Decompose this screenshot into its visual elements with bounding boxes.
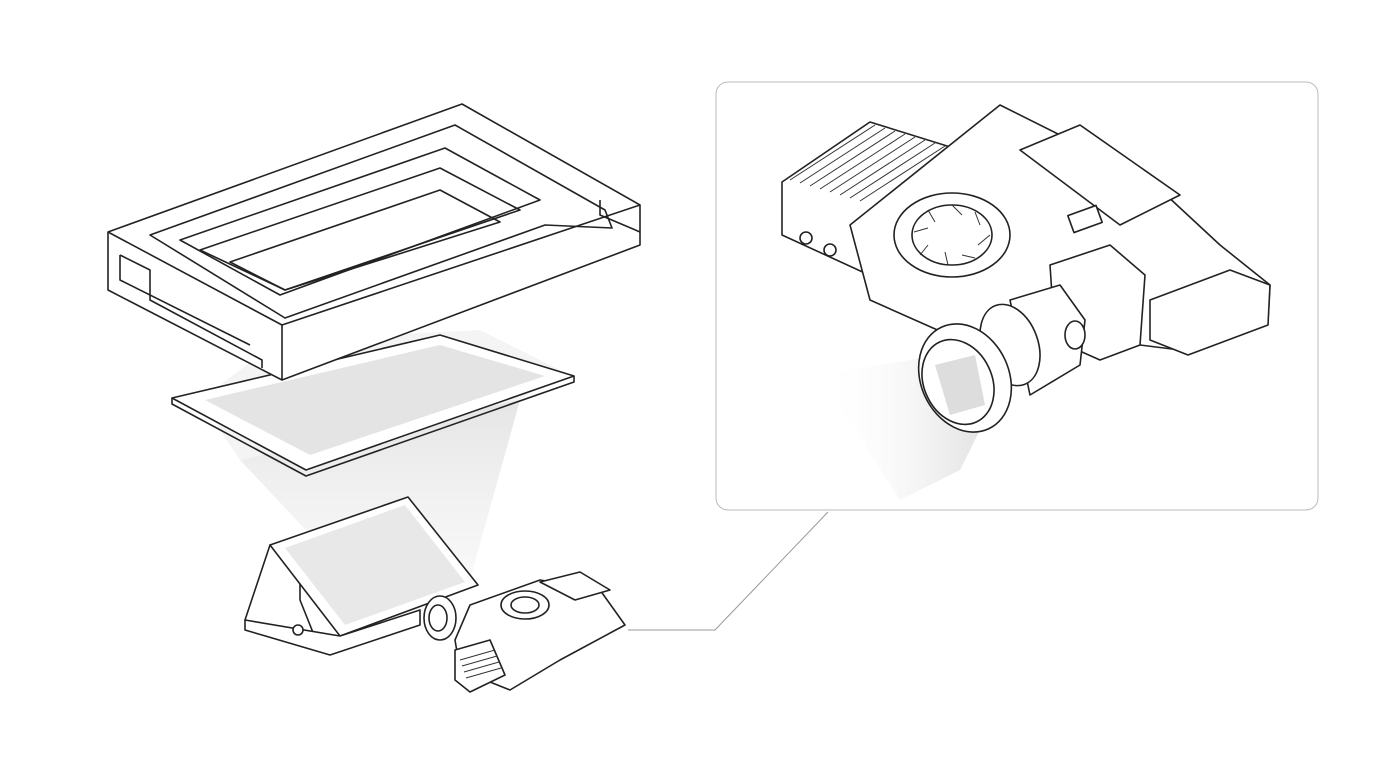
screen-sheet [171, 334, 575, 477]
mirror-stand [244, 496, 479, 656]
tray [107, 103, 641, 381]
callout-leader-line [628, 511, 829, 631]
projector-module [423, 571, 626, 693]
callout-detail [715, 81, 1319, 511]
